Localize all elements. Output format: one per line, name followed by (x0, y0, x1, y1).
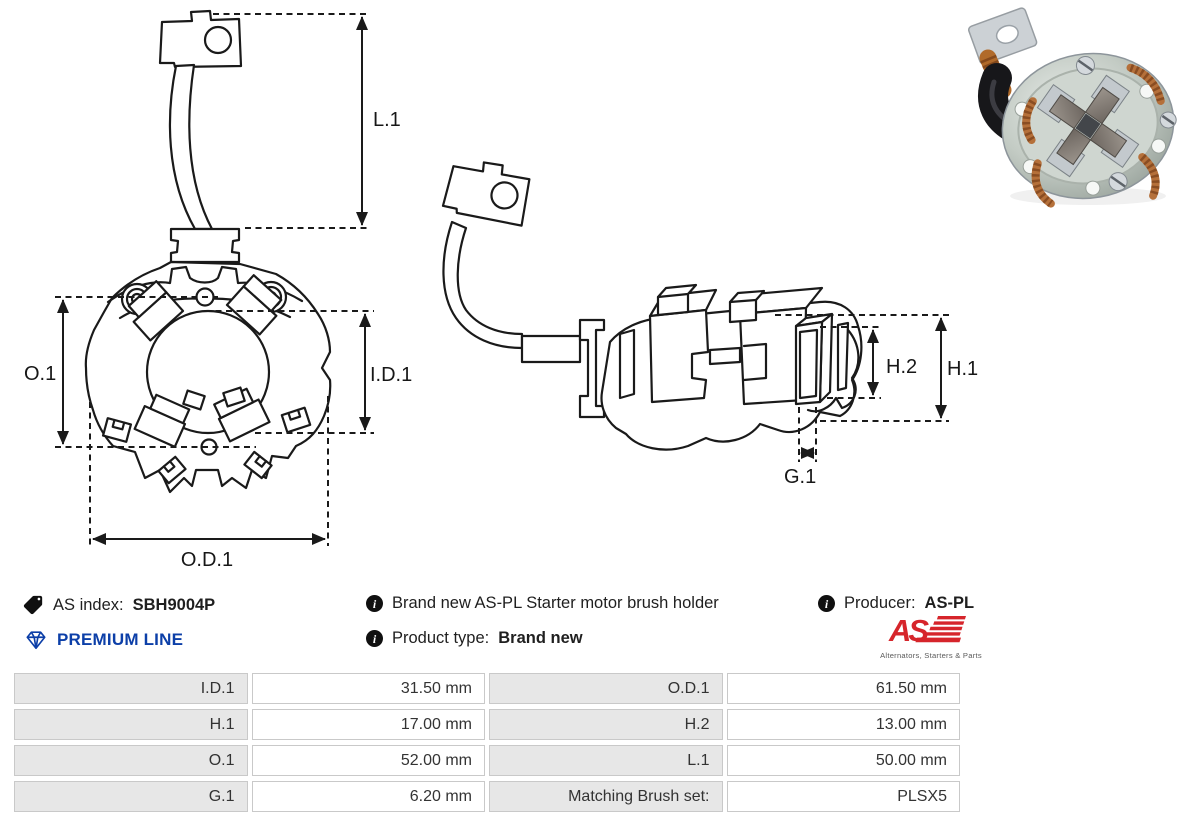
description-row: i Brand new AS-PL Starter motor brush ho… (366, 594, 719, 613)
front-view-drawing (84, 9, 332, 494)
front-clip-tab-sw (157, 455, 187, 485)
side-right-housing-notch (742, 342, 768, 382)
front-center-block-right (222, 386, 246, 408)
spec-value: 50.00 mm (726, 745, 960, 776)
tag-icon (23, 595, 43, 615)
info-icon: i (366, 595, 383, 612)
spec-value: 52.00 mm (251, 745, 485, 776)
dim-label-h1: H.1 (947, 358, 978, 380)
spec-table: I.D.1 31.50 mm O.D.1 61.50 mm H.1 17.00 … (14, 673, 960, 812)
photo-holder-plate (1001, 52, 1177, 208)
side-lead-wire (442, 220, 524, 350)
dim-label-id1: I.D.1 (370, 364, 412, 386)
product-type-label: Product type: (392, 629, 490, 647)
side-measured-brush-box (794, 312, 834, 406)
side-back-plate (836, 321, 850, 392)
producer-row: i Producer: AS-PL (818, 594, 974, 613)
front-terminal-lug (158, 9, 243, 69)
spec-label: O.D.1 (489, 673, 723, 704)
brand-logo: AS Alternators, Starters & Parts (876, 613, 986, 660)
product-photo (968, 7, 1177, 208)
spec-label: O.1 (14, 745, 248, 776)
producer-value: AS-PL (924, 594, 975, 612)
dimension-h2: H.2 (820, 326, 917, 399)
product-description: Brand new AS-PL Starter motor brush hold… (392, 594, 719, 612)
front-connector-block (169, 227, 241, 264)
spec-label: H.1 (14, 709, 248, 740)
front-clip-tab-e (280, 406, 312, 434)
dim-label-l1: L.1 (373, 109, 401, 131)
dim-label-h2: H.2 (886, 356, 917, 378)
spec-value: 31.50 mm (251, 673, 485, 704)
spec-value: 17.00 mm (251, 709, 485, 740)
side-thin-plate-left (618, 328, 636, 400)
dim-label-o1: O.1 (24, 363, 56, 385)
as-index-label: AS index: (53, 595, 124, 614)
side-left-housing (648, 308, 710, 404)
dimension-od1: O.D.1 (89, 396, 329, 571)
dimension-g1: G.1 (784, 407, 817, 488)
logo-tagline: Alternators, Starters & Parts (880, 651, 982, 660)
front-clip-tab-w (101, 417, 133, 443)
front-brush-box-sw (133, 393, 191, 448)
info-icon: i (366, 630, 383, 647)
side-lead-end (520, 334, 582, 364)
spec-label: H.2 (489, 709, 723, 740)
dim-label-od1: O.D.1 (181, 549, 233, 571)
photo-brushes (1036, 74, 1140, 178)
producer-label: Producer: (844, 594, 916, 612)
premium-line-label: PREMIUM LINE (57, 630, 184, 649)
spec-value: 13.00 mm (726, 709, 960, 740)
side-left-top-box-edge (656, 292, 690, 299)
dimension-h1: H.1 (775, 314, 978, 422)
photo-screw-right (1159, 111, 1177, 129)
dimension-o1: O.1 (24, 296, 256, 448)
photo-screw-top (1075, 56, 1095, 76)
logo-text: AS (888, 613, 929, 645)
info-icon: i (818, 595, 835, 612)
as-index-row: AS index: SBH9004P (22, 594, 215, 616)
spec-value: PLSX5 (726, 781, 960, 812)
technical-drawings: L.1 O.1 I.D.1 O.D.1 (24, 7, 1177, 571)
spec-value: 6.20 mm (251, 781, 485, 812)
front-clip-tab-se (243, 450, 273, 480)
photo-copper-braids (1022, 63, 1165, 208)
dim-label-g1: G.1 (784, 466, 816, 488)
dimension-l1: L.1 (213, 13, 401, 229)
premium-diamond-icon (26, 631, 46, 650)
product-type-value: Brand new (498, 629, 583, 647)
premium-line-row: PREMIUM LINE (24, 629, 183, 651)
side-view-drawing (441, 153, 863, 451)
spec-label: I.D.1 (14, 673, 248, 704)
side-right-top-box-edge (728, 298, 758, 304)
side-terminal-lug (441, 153, 535, 228)
spec-value: 61.50 mm (726, 673, 960, 704)
spec-label: G.1 (14, 781, 248, 812)
photo-screw-bottom (1108, 172, 1128, 192)
side-mid-connector (708, 346, 742, 366)
side-bracket (578, 318, 606, 419)
spec-label: L.1 (489, 745, 723, 776)
front-lead-wire (168, 63, 214, 231)
as-index-value: SBH9004P (132, 595, 216, 614)
front-center-block-left (182, 389, 206, 411)
front-brush-box-nw (127, 280, 185, 342)
as-pl-logo-icon: AS (888, 613, 967, 648)
photo-terminal-lug (968, 7, 1038, 65)
product-type-row: i Product type: Brand new (366, 629, 583, 648)
dimension-id1: I.D.1 (205, 310, 412, 434)
spec-label: Matching Brush set: (489, 781, 723, 812)
